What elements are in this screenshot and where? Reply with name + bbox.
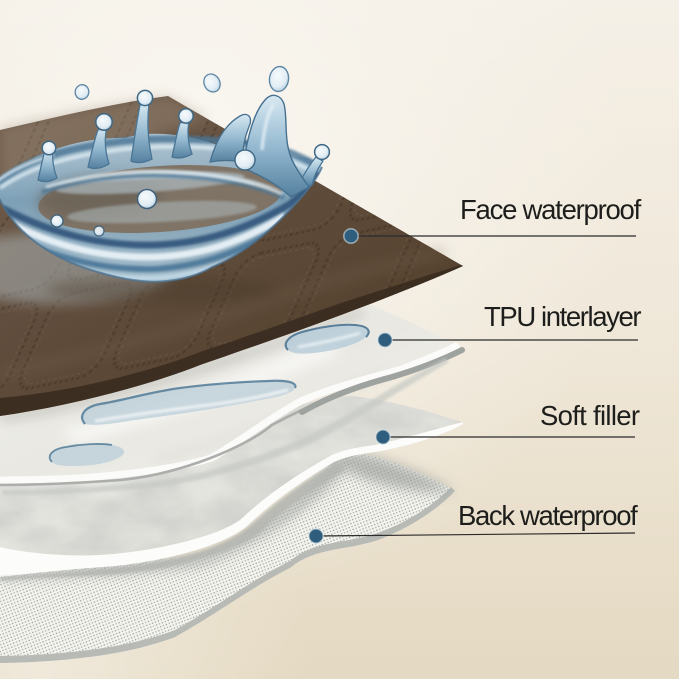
svg-text:TPU interlayer: TPU interlayer	[484, 301, 641, 332]
svg-text:Back waterproof: Back waterproof	[458, 500, 638, 531]
svg-text:Soft filler: Soft filler	[540, 400, 640, 431]
svg-text:Face waterproof: Face waterproof	[460, 194, 642, 225]
